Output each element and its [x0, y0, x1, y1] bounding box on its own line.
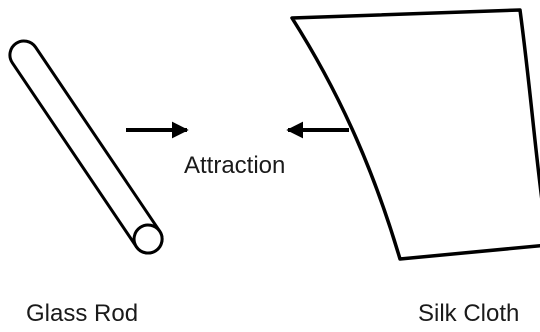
silk-cloth-icon: [292, 10, 540, 259]
glass-rod-label: Glass Rod: [26, 302, 138, 326]
attraction-label: Attraction: [184, 154, 285, 178]
glass-rod-icon: [4, 36, 167, 259]
silk-cloth-label: Silk Cloth: [418, 302, 519, 326]
